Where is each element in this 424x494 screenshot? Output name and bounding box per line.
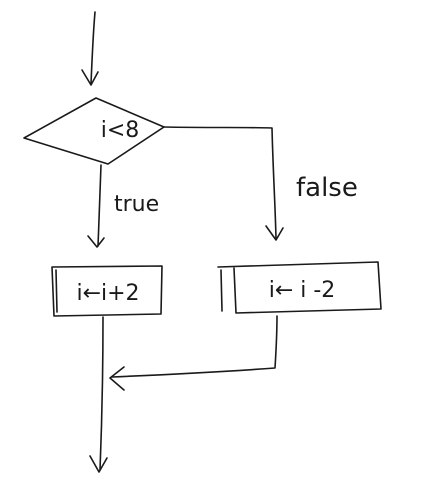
decision-diamond [23, 97, 165, 165]
false-branch-label: i← i -2 [269, 278, 336, 303]
exit-arrow [89, 316, 108, 473]
false-branch-box: i← i -2 [217, 261, 382, 314]
false-edge: false [163, 126, 358, 241]
false-edge-label: false [296, 173, 358, 203]
entry-arrow [81, 11, 99, 86]
true-edge: true [87, 164, 159, 248]
true-branch-box: i←i+2 [51, 265, 163, 317]
decision-label: i<8 [101, 118, 140, 143]
decision-node: i<8 [23, 97, 165, 165]
merge-connector [109, 315, 278, 391]
true-edge-label: true [114, 192, 159, 217]
true-branch-label: i←i+2 [76, 281, 139, 306]
